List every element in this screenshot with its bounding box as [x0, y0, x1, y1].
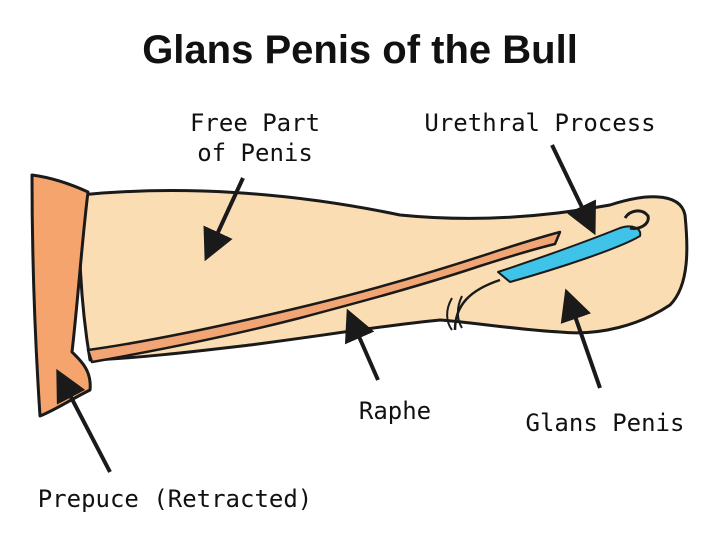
glans-wrinkle-1 — [446, 297, 453, 331]
arrow-urethral-process — [550, 144, 596, 236]
prepuce-shape — [30, 173, 92, 418]
glans-wrinkle-2 — [456, 295, 463, 329]
glans-fold — [453, 278, 501, 331]
label-prepuce-retracted: Prepuce (Retracted) — [37, 485, 313, 513]
glans-tip-curl — [623, 209, 650, 230]
label-raphe: Raphe — [358, 397, 432, 425]
arrow-raphe — [344, 308, 380, 381]
diagram-title: Glans Penis of the Bull — [142, 28, 578, 72]
arrow-glans-penis — [560, 288, 602, 389]
label-urethral-process: Urethral Process — [424, 109, 656, 137]
raphe-band — [86, 230, 562, 364]
label-free-part-of-penis: Free Part of Penis — [189, 109, 321, 167]
label-glans-penis: Glans Penis — [525, 409, 685, 437]
penis-shaft — [77, 189, 689, 362]
arrow-prepuce — [56, 368, 112, 473]
arrow-free-part — [203, 177, 245, 262]
